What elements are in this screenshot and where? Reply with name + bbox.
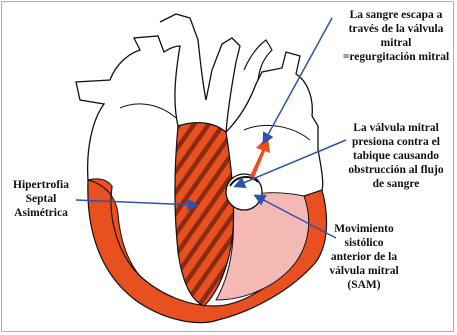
regurgitation-label: La sangre escapa a través de la válvula … (340, 8, 452, 64)
mitral-valve (226, 174, 262, 210)
sam-label: Movimiento sistólico anterior de la válv… (318, 222, 410, 292)
hypertrophied-septum (175, 123, 234, 306)
regurgitation-pointer (264, 18, 332, 142)
regurgitation-flow-arrow (250, 136, 270, 178)
obstruction-pointer (236, 140, 346, 186)
obstruction-label: La válvula mitral presiona contra el tab… (340, 121, 452, 191)
hypertrophy-label: Hipertrofia Septal Asimétrica (4, 178, 78, 220)
pulmonary-vessel-outline (244, 40, 272, 80)
right-atrium-outline (76, 36, 180, 180)
